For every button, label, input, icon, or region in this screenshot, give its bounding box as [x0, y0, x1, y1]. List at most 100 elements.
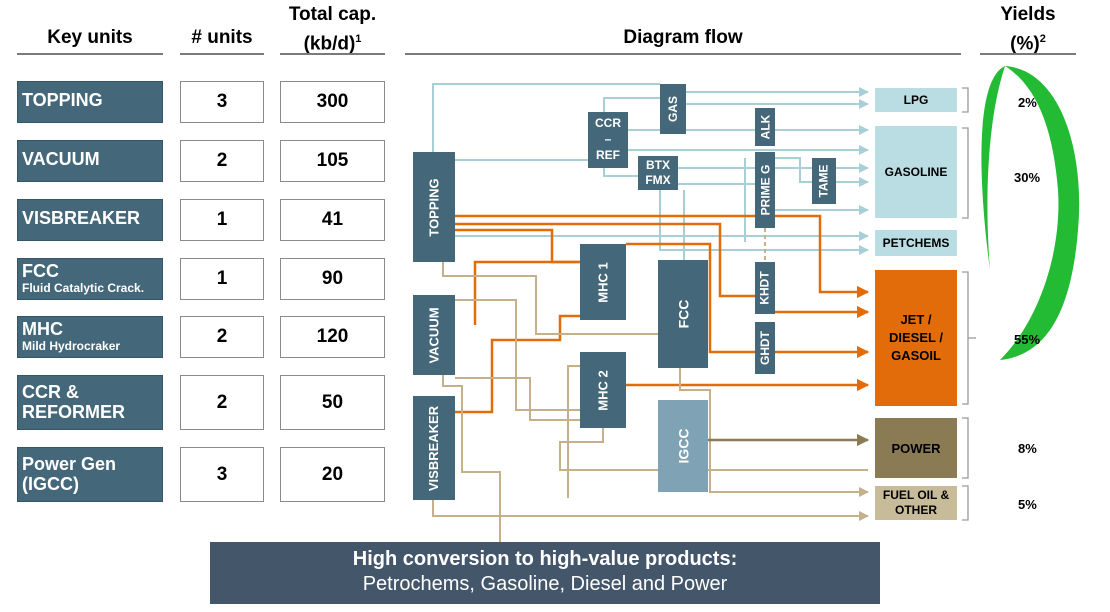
- product-power: POWER: [875, 418, 957, 478]
- unit-name: Power Gen: [22, 454, 117, 474]
- summary-banner: High conversion to high-value products: …: [210, 542, 880, 604]
- flow-unit-label: FCC: [675, 299, 691, 329]
- flow-unit-label: FMX: [645, 173, 671, 187]
- header-total-cap-footnote: 1: [355, 33, 362, 45]
- unit-count-cell: 2: [180, 316, 264, 358]
- header-total-cap-line2: (kb/d): [303, 33, 356, 55]
- unit-name: TOPPING: [22, 90, 103, 110]
- flow-unit-label: TAME: [817, 164, 832, 198]
- unit-name: MHC: [22, 319, 63, 339]
- flow-unit-label: MHC 2: [595, 369, 611, 411]
- yield-jet: 55%: [1014, 332, 1041, 347]
- yield-power: 8%: [1018, 441, 1037, 456]
- flow-unit-label: IGCC: [675, 428, 691, 464]
- unit-topping-label: TOPPING: [17, 81, 163, 123]
- unit-mhc-label: MHC Mild Hydrocraker: [17, 316, 163, 358]
- header-diagram-flow: Diagram flow: [623, 27, 743, 48]
- flow-unit-label: VACUUM: [426, 306, 442, 364]
- flow-unit-igcc: IGCC: [658, 400, 708, 492]
- unit-fcc-label: FCC Fluid Catalytic Crack.: [17, 258, 163, 300]
- flow-unit-btx-fmx: BTX FMX: [638, 156, 678, 190]
- yield-fuel: 5%: [1018, 497, 1037, 512]
- unit-power-gen-label: Power Gen (IGCC): [17, 447, 163, 502]
- header-yields-footnote: 2: [1039, 33, 1046, 45]
- header-underline: [180, 53, 264, 55]
- header-underline: [980, 53, 1076, 55]
- header-underline: [17, 53, 163, 55]
- flow-unit-label: CCR: [595, 116, 621, 130]
- product-label: FUEL OIL &: [882, 488, 950, 502]
- unit-capacity-cell: 105: [280, 140, 385, 182]
- unit-name: VISBREAKER: [22, 208, 141, 228]
- yield-highlight-ellipse: [981, 66, 1005, 270]
- flow-unit-ghdt: GHDT: [755, 322, 775, 374]
- flow-unit-label: PRIME G: [758, 164, 773, 216]
- product-lpg: LPG: [875, 88, 957, 112]
- flow-unit-label: BTX: [646, 158, 670, 172]
- flow-unit-label: –: [604, 132, 612, 146]
- flow-unit-mhc1: MHC 1: [580, 244, 626, 320]
- product-label: GASOIL: [891, 348, 941, 363]
- residue-lines: [432, 262, 869, 548]
- product-label: OTHER: [895, 503, 937, 517]
- unit-capacity-cell: 90: [280, 258, 385, 300]
- unit-capacity-cell: 41: [280, 199, 385, 241]
- unit-name: CCR &: [22, 382, 79, 402]
- header-total-cap-line1: Total cap.: [288, 4, 377, 25]
- unit-name-line2: REFORMER: [22, 402, 125, 422]
- flow-unit-label: ALK: [758, 114, 773, 140]
- unit-name: FCC: [22, 261, 59, 281]
- flow-unit-ccr-ref: CCR – REF: [588, 112, 628, 168]
- unit-vacuum-label: VACUUM: [17, 140, 163, 182]
- header-yields-line2: (%): [1010, 33, 1040, 55]
- product-label: JET /: [900, 312, 932, 327]
- flow-unit-label: VISBREAKER: [426, 405, 442, 491]
- unit-count-cell: 2: [180, 375, 264, 430]
- unit-ccr-reformer-label: CCR & REFORMER: [17, 375, 163, 430]
- unit-capacity-cell: 20: [280, 447, 385, 502]
- unit-count-cell: 1: [180, 199, 264, 241]
- yield-gasoline: 30%: [1014, 170, 1041, 185]
- header-yields-line1: Yields: [1000, 4, 1056, 25]
- flow-unit-prime-g: PRIME G: [755, 152, 775, 228]
- header-num-units: # units: [191, 27, 253, 48]
- product-gasoline: GASOLINE: [875, 126, 957, 218]
- unit-name-line2: (IGCC): [22, 474, 79, 494]
- flow-unit-label: TOPPING: [426, 177, 442, 237]
- flow-unit-label: GAS: [666, 95, 681, 123]
- unit-count-cell: 3: [180, 447, 264, 502]
- unit-capacity-cell: 120: [280, 316, 385, 358]
- flow-unit-gas: GAS: [660, 84, 686, 134]
- unit-count-cell: 3: [180, 81, 264, 123]
- product-jet-diesel-gasoil: JET / DIESEL / GASOIL: [875, 270, 957, 406]
- unit-visbreaker-label: VISBREAKER: [17, 199, 163, 241]
- flow-unit-mhc2: MHC 2: [580, 352, 626, 428]
- middle-distillate-lines: [455, 214, 870, 414]
- product-fuel-oil-other: FUEL OIL & OTHER: [875, 486, 957, 520]
- flow-unit-label: KHDT: [758, 271, 773, 305]
- yield-brackets: [962, 87, 976, 521]
- unit-count-cell: 2: [180, 140, 264, 182]
- flow-unit-topping: TOPPING: [413, 152, 455, 262]
- header-underline: [280, 53, 385, 55]
- flow-unit-fcc: FCC: [658, 260, 708, 368]
- unit-count-cell: 1: [180, 258, 264, 300]
- header-yields: Yields (%)2: [980, 3, 1076, 56]
- unit-subtitle: Fluid Catalytic Crack.: [22, 281, 145, 295]
- unit-subtitle: Mild Hydrocraker: [22, 339, 121, 353]
- flow-unit-vacuum: VACUUM: [413, 295, 455, 375]
- product-label: DIESEL /: [889, 330, 943, 345]
- flow-unit-alk: ALK: [755, 108, 775, 146]
- flow-unit-label: MHC 1: [595, 261, 611, 303]
- unit-capacity-cell: 300: [280, 81, 385, 123]
- header-underline: [405, 53, 961, 55]
- banner-headline: High conversion to high-value products:: [352, 548, 738, 570]
- product-petchems: PETCHEMS: [875, 230, 957, 256]
- header-total-capacity: Total cap. (kb/d)1: [280, 3, 385, 56]
- flow-unit-khdt: KHDT: [755, 262, 775, 314]
- flow-unit-label: GHDT: [758, 331, 772, 365]
- yield-highlight-ellipse: [1000, 66, 1080, 360]
- unit-capacity-cell: 50: [280, 375, 385, 430]
- yield-lpg: 2%: [1018, 95, 1037, 110]
